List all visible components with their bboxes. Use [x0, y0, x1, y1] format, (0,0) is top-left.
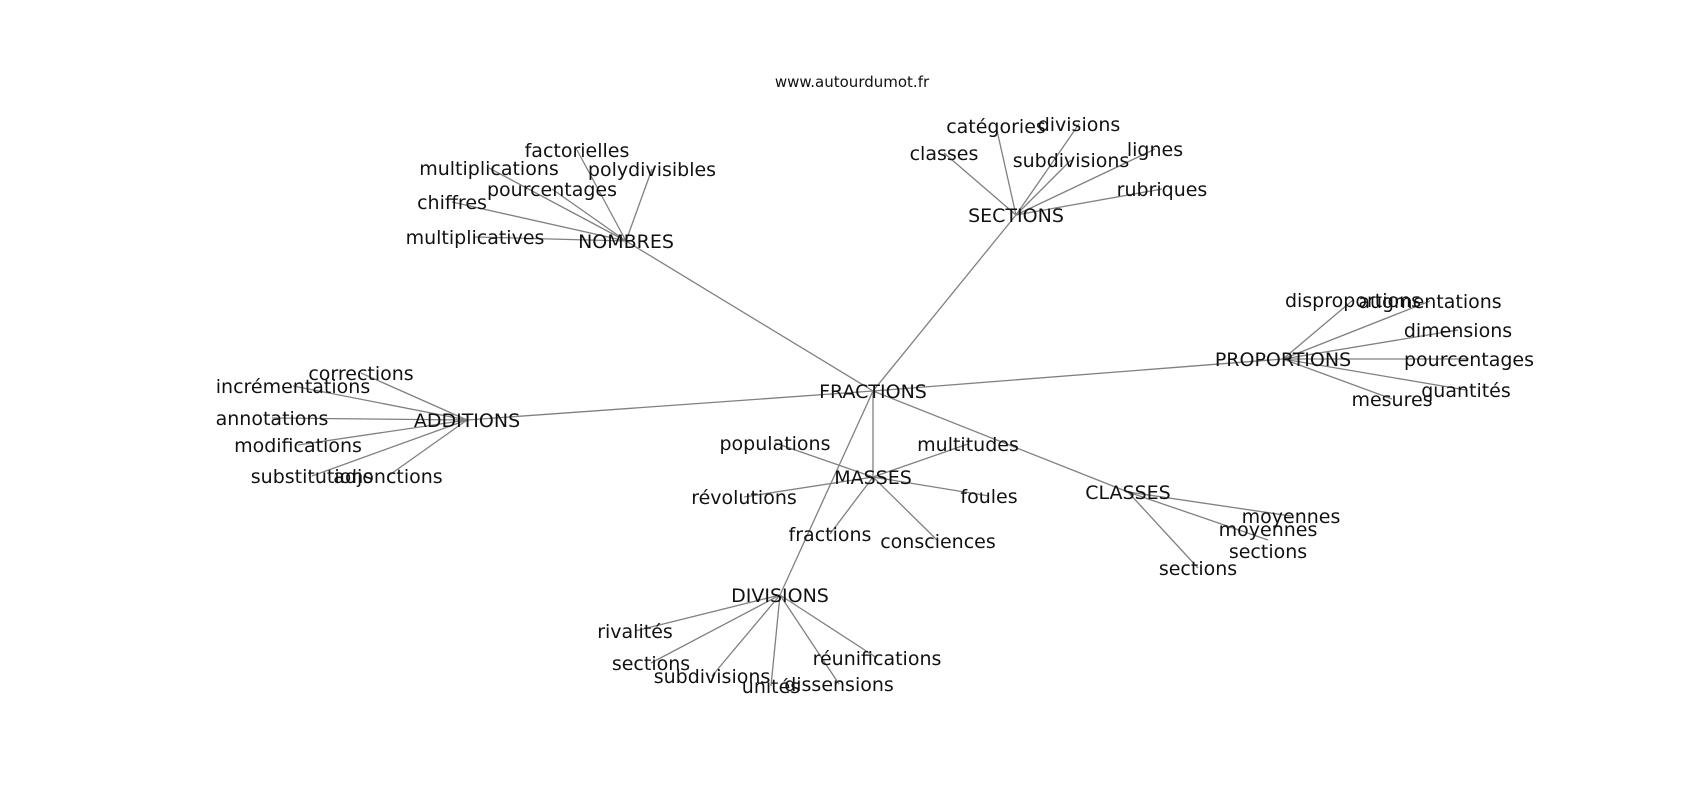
edge-nombres-to-n-multiplicatives [474, 236, 627, 242]
hub-node-fractions-center: FRACTIONS [819, 381, 927, 403]
word-node-a-incrementations: incrémentations [216, 376, 370, 398]
word-node-m-foules: foules [960, 486, 1017, 508]
edge-divisions-hub-to-d-rivalites [634, 594, 781, 632]
edge-masses-to-m-revolutions [743, 476, 874, 498]
edge-fractions-center-to-proportions [872, 358, 1284, 392]
word-node-s-classes: classes [910, 143, 979, 165]
word-node-p-disproportions: disproportions [1285, 290, 1421, 312]
edge-nombres-to-n-chiffres [451, 201, 627, 242]
edge-nombres-to-n-polydivisibles [625, 168, 653, 242]
edge-divisions-hub-to-d-unites [770, 594, 781, 687]
edge-fractions-center-to-sections-hub [872, 214, 1017, 392]
hub-node-divisions-hub: DIVISIONS [731, 585, 829, 607]
word-node-m-multitudes: multitudes [917, 434, 1019, 456]
edge-classes-hub-to-c-sections [1127, 491, 1199, 569]
edge-sections-hub-to-s-rubriques [1015, 188, 1163, 216]
labels-layer: FRACTIONS NOMBRES SECTIONS PROPORTIONS ADDIT… [216, 114, 1534, 698]
edge-divisions-hub-to-d-dissensions [779, 594, 840, 685]
edge-fractions-center-to-additions [466, 390, 874, 421]
word-node-c-moyennes: moyennes [1242, 506, 1341, 528]
edge-sections-hub-to-s-lignes [1015, 148, 1156, 216]
word-node-a-modifications: modifications [234, 435, 362, 457]
edge-additions-to-a-corrections [360, 372, 468, 421]
hub-node-additions: ADDITIONS [414, 410, 520, 432]
word-node-p-pourcentages: pourcentages [1404, 349, 1534, 371]
edge-fractions-center-to-classes-hub [872, 390, 1129, 493]
word-node-a-adjonctions: adjonctions [333, 466, 442, 488]
edge-divisions-hub-to-d-sections [650, 594, 781, 664]
word-node-a-annotations: annotations [216, 408, 329, 430]
word-node-a-corrections: corrections [308, 363, 413, 385]
word-node-d-subdivisions: subdivisions [654, 666, 771, 688]
edge-proportions-to-p-augmentations [1282, 300, 1431, 360]
edge-masses-to-m-fractions [829, 476, 874, 535]
edge-divisions-hub-to-d-subdivisions [711, 594, 781, 677]
edge-additions-to-a-substitutions [311, 419, 468, 477]
edge-additions-to-a-adjonctions [387, 419, 468, 477]
word-node-n-factorielles: factorielles [525, 140, 630, 162]
word-node-m-fractions: fractions [789, 524, 872, 546]
edge-masses-to-m-populations [774, 442, 874, 478]
edge-proportions-to-p-mesures [1282, 358, 1393, 400]
word-node-n-multiplicatives: multiplicatives [406, 227, 545, 249]
edge-fractions-center-to-nombres [625, 240, 874, 392]
word-node-n-chiffres: chiffres [417, 192, 487, 214]
edges-layer [271, 123, 1469, 687]
edge-sections-hub-to-s-classes [943, 152, 1017, 216]
word-node-p-quantites: quantités [1421, 380, 1511, 402]
word-node-p-dimensions: dimensions [1404, 320, 1512, 342]
edge-additions-to-a-modifications [297, 419, 468, 446]
edge-proportions-to-p-dimensions [1282, 329, 1459, 360]
edge-proportions-to-p-quantites [1282, 358, 1467, 391]
word-node-n-polydivisibles: polydivisibles [588, 159, 716, 181]
word-node-d-dissensions: dissensions [784, 674, 894, 696]
word-node-s-lignes: lignes [1127, 139, 1183, 161]
edge-fractions-center-to-divisions-hub [779, 390, 874, 596]
hub-node-classes-hub: CLASSES [1085, 482, 1170, 504]
site-watermark: www.autourdumot.fr [775, 73, 930, 91]
edge-divisions-hub-to-d-reunifications [779, 594, 878, 659]
edge-additions-to-a-incrementations [292, 385, 468, 421]
hub-node-sections-hub: SECTIONS [968, 205, 1064, 227]
word-node-p-augmentations: augmentations [1358, 291, 1501, 313]
hub-node-masses: MASSES [834, 467, 912, 489]
word-node-d-unites: unités [742, 676, 800, 698]
word-node-p-mesures: mesures [1351, 389, 1432, 411]
edge-sections-hub-to-s-divisions [1015, 123, 1080, 216]
word-node-s-divisions: divisions [1038, 114, 1121, 136]
edge-nombres-to-n-multiplications [488, 167, 627, 242]
edge-proportions-to-p-disproportions [1282, 299, 1354, 360]
hub-node-nombres: NOMBRES [578, 231, 674, 253]
word-node-c-sections: sections [1159, 558, 1237, 580]
word-node-d-rivalites: rivalités [597, 621, 673, 643]
word-node-n-multiplications: multiplications [419, 158, 559, 180]
word-node-m-revolutions: révolutions [691, 487, 797, 509]
edge-masses-to-m-consciences [872, 476, 939, 542]
word-node-a-substitutions: substitutions [251, 466, 373, 488]
hub-node-proportions: PROPORTIONS [1215, 349, 1351, 371]
edge-nombres-to-n-factorielles [576, 149, 627, 242]
word-node-s-subdivisions: subdivisions [1013, 150, 1130, 172]
word-node-d-sections: sections [612, 653, 690, 675]
edge-masses-to-m-foules [872, 476, 990, 497]
edge-sections-hub-to-s-categories [995, 125, 1017, 216]
edge-classes-hub-to-c-moyennes-sections [1127, 491, 1269, 541]
edge-masses-to-m-multitudes [872, 443, 969, 478]
edge-sections-hub-to-s-subdivisions [1015, 159, 1072, 216]
edge-nombres-to-n-pourcentages [551, 188, 627, 242]
edge-classes-hub-to-c-moyennes [1127, 491, 1292, 517]
word-node-s-rubriques: rubriques [1117, 179, 1208, 201]
word-node-m-populations: populations [719, 433, 830, 455]
word-node-m-consciences: consciences [880, 531, 996, 553]
word-node-d-reunifications: réunifications [813, 648, 942, 670]
edge-additions-to-a-annotations [271, 417, 468, 421]
word-node-n-pourcentages: pourcentages [487, 179, 617, 201]
word-node-s-categories: catégories [946, 116, 1046, 138]
